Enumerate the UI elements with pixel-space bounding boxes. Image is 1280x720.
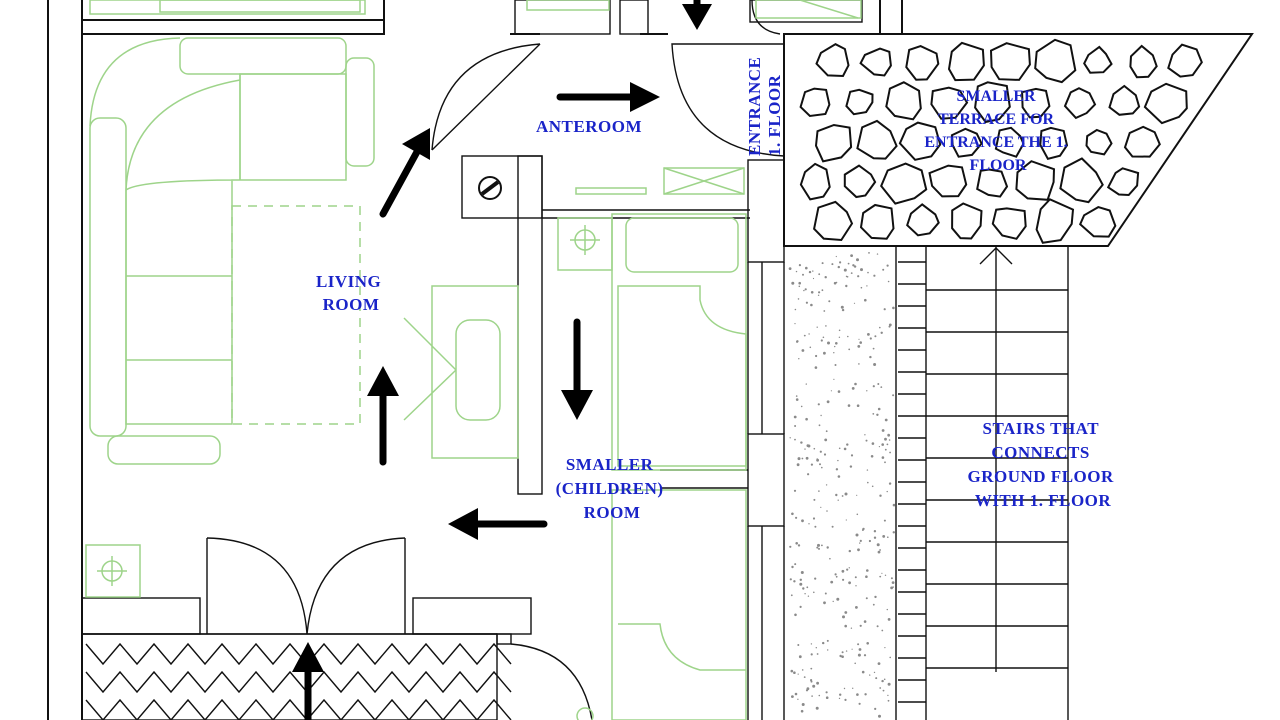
label-terrace: SMALLER TERRACE FOR ENTRANCE THE 1. FLOO… [924, 88, 1071, 174]
stairs [898, 246, 1069, 720]
movement-arrows [292, 0, 712, 720]
stone-terrace [783, 33, 1254, 247]
label-stairs: STAIRS THAT CONNECTS GROUND FLOOR WITH 1… [968, 419, 1119, 510]
arrow-right-anteroom [556, 82, 660, 112]
arrow-up-living [367, 366, 399, 466]
furniture [85, 0, 862, 720]
arrow-up-door [379, 128, 430, 218]
room-labels: ANTEROOM ENTRANCE 1. FLOOR SMALLER TERRA… [316, 52, 1119, 522]
concrete-strip [788, 246, 897, 720]
label-anteroom: ANTEROOM [536, 117, 642, 136]
floor-hatch [81, 633, 512, 720]
arrow-up-entry [292, 642, 324, 720]
arrow-left-middle [448, 508, 548, 540]
arrow-down-top [682, 0, 712, 30]
label-living-room: LIVING ROOM [316, 272, 386, 314]
label-children-room: SMALLER (CHILDREN) ROOM [556, 455, 669, 522]
doors [206, 0, 785, 720]
arrow-down-children [561, 318, 593, 420]
label-entrance: ENTRANCE 1. FLOOR [745, 52, 784, 156]
